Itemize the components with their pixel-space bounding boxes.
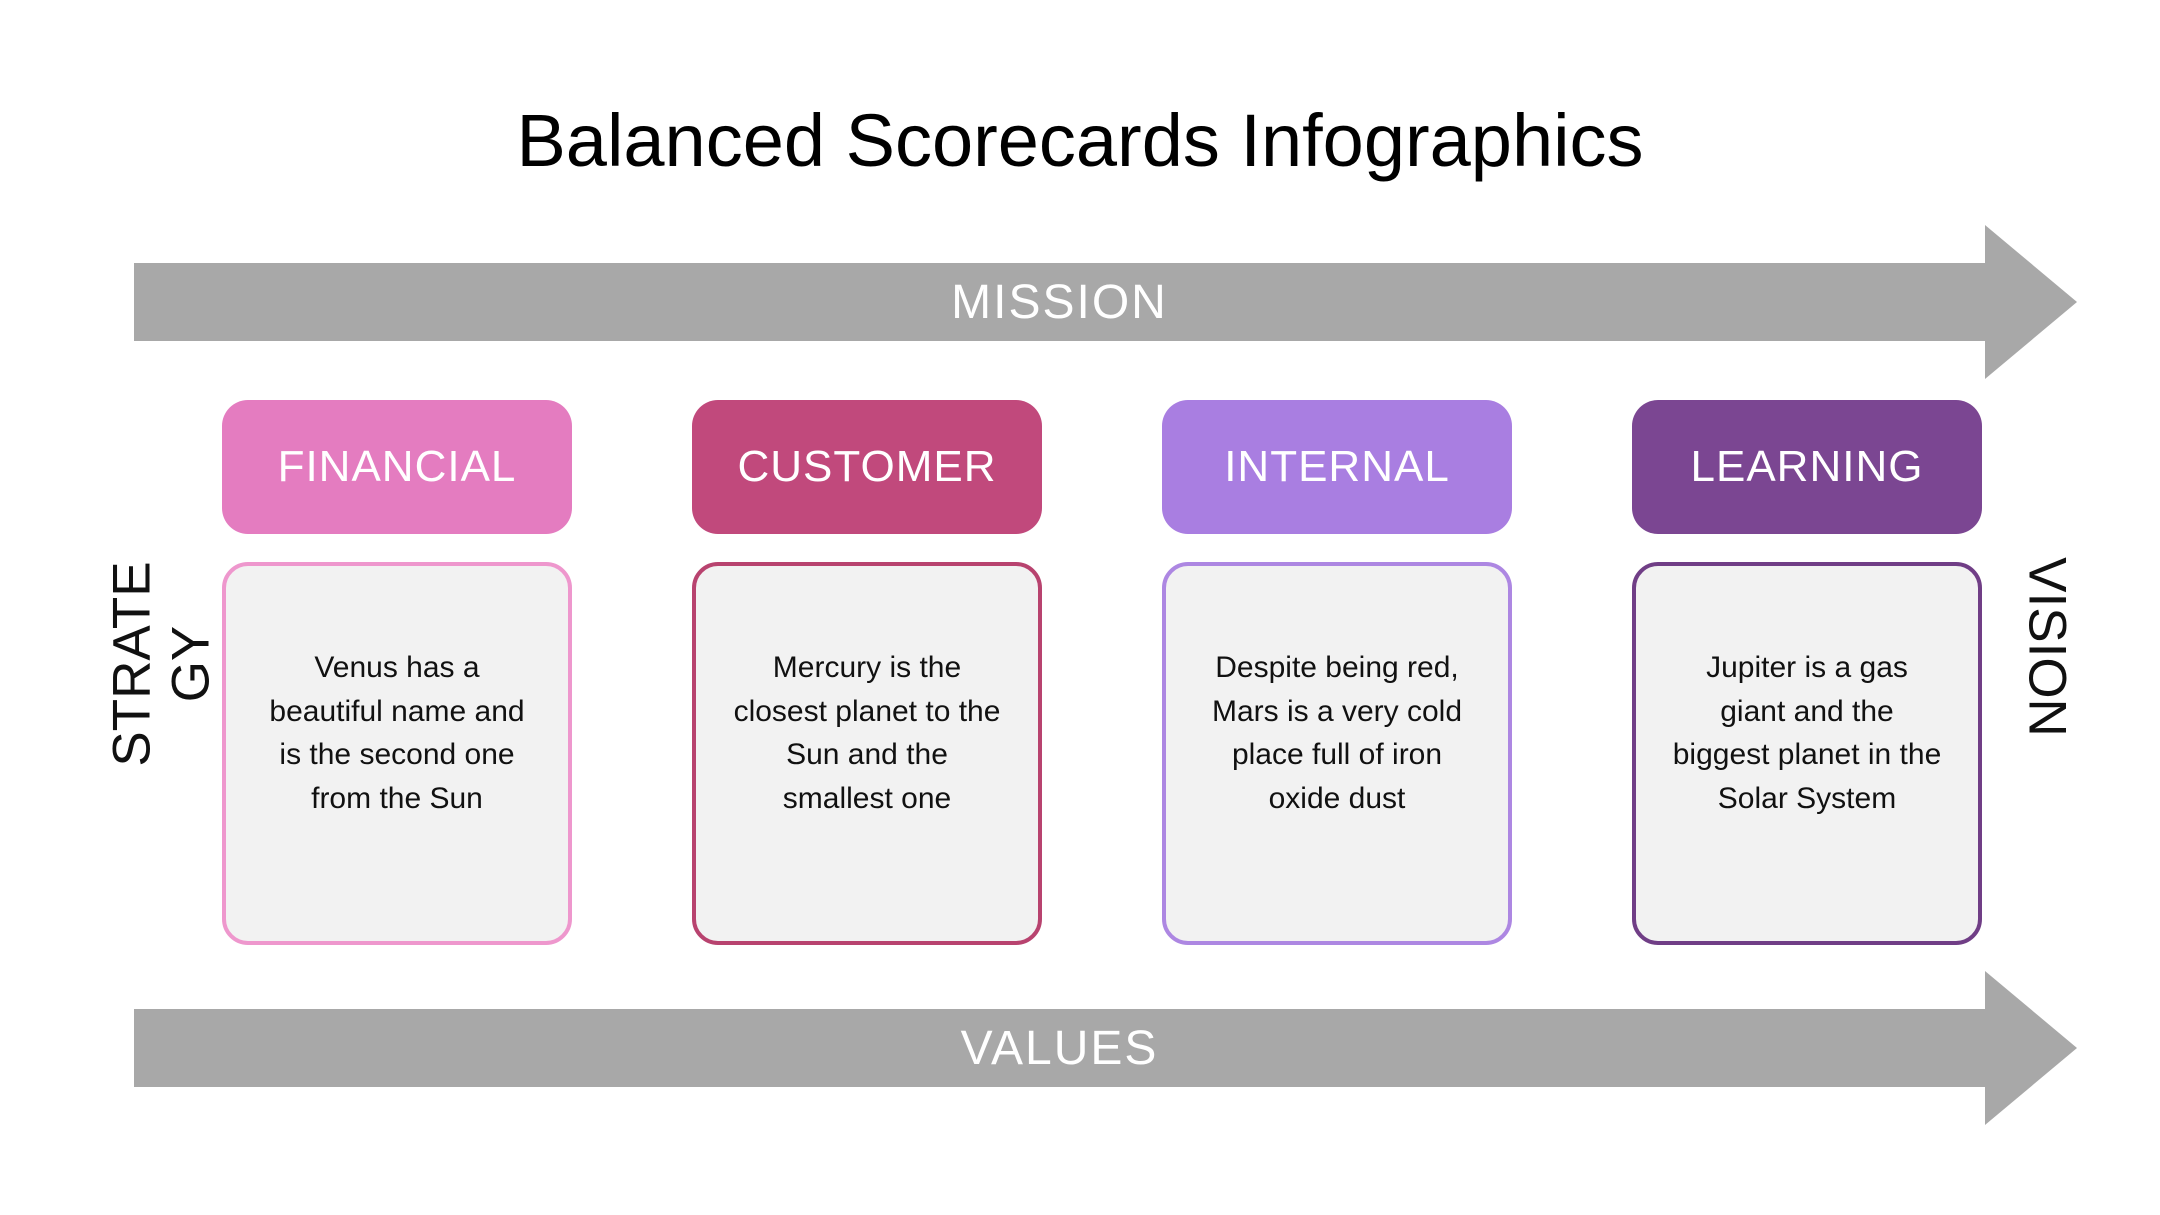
mission-arrow-head-icon: [1985, 225, 2077, 379]
page-title: Balanced Scorecards Infographics: [516, 99, 1644, 182]
mission-arrow-body: MISSION: [134, 263, 1985, 341]
card-customer-title: CUSTOMER: [737, 442, 997, 491]
card-internal: INTERNAL Despite being red, Mars is a ve…: [1162, 400, 1512, 945]
values-arrow-body: VALUES: [134, 1009, 1985, 1087]
card-customer: CUSTOMER Mercury is the closest planet t…: [692, 400, 1042, 945]
card-financial-title: FINANCIAL: [277, 442, 517, 491]
values-arrow-label: VALUES: [960, 1021, 1159, 1075]
vision-side-label: VISION: [2017, 557, 2077, 737]
card-internal-header: INTERNAL: [1162, 400, 1512, 534]
mission-arrow-label: MISSION: [951, 275, 1168, 329]
strategy-side-label: STRATE GY: [102, 561, 221, 767]
card-customer-body: Mercury is the closest planet to the Sun…: [692, 562, 1042, 945]
values-arrow-head-icon: [1985, 971, 2077, 1125]
card-learning-header: LEARNING: [1632, 400, 1982, 534]
card-learning-body: Jupiter is a gas giant and the biggest p…: [1632, 562, 1982, 945]
card-learning-title: LEARNING: [1690, 442, 1924, 491]
card-financial-body: Venus has a beautiful name and is the se…: [222, 562, 572, 945]
card-internal-body: Despite being red, Mars is a very cold p…: [1162, 562, 1512, 945]
values-arrow: VALUES: [134, 971, 2077, 1125]
card-financial: FINANCIAL Venus has a beautiful name and…: [222, 400, 572, 945]
card-internal-title: INTERNAL: [1224, 442, 1450, 491]
mission-arrow: MISSION: [134, 225, 2077, 379]
card-learning: LEARNING Jupiter is a gas giant and the …: [1632, 400, 1982, 945]
card-financial-header: FINANCIAL: [222, 400, 572, 534]
card-customer-header: CUSTOMER: [692, 400, 1042, 534]
